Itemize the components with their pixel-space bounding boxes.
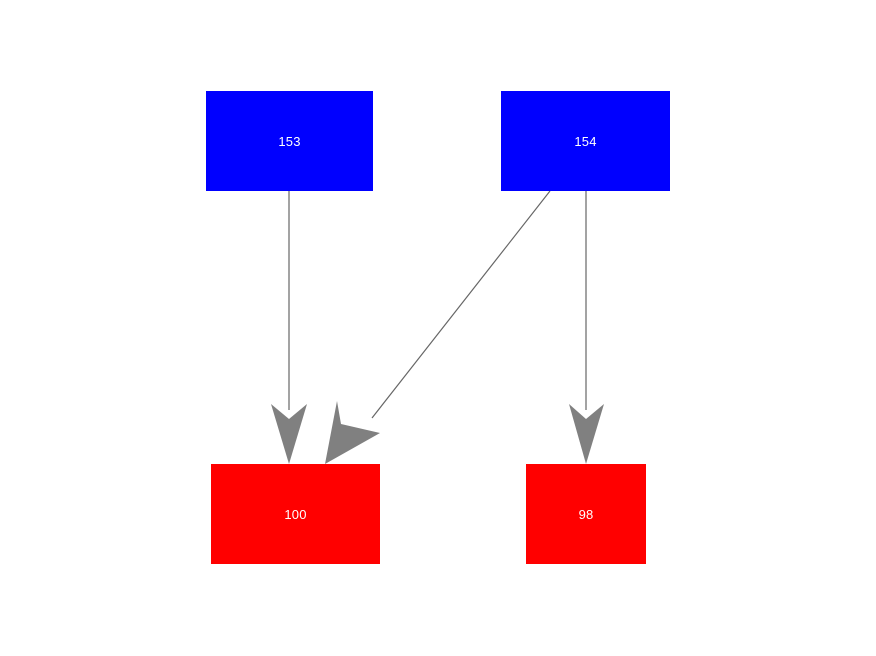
node-label: 154 <box>574 133 597 149</box>
edge-153-to-100 <box>271 191 307 464</box>
node-98[interactable]: 98 <box>526 464 646 564</box>
arrowhead-icon <box>569 404 604 464</box>
edge-line <box>371 190 551 419</box>
node-label: 98 <box>578 506 594 522</box>
edge-154-to-98 <box>569 191 604 464</box>
arrowhead-icon <box>271 404 307 464</box>
arrowhead-icon <box>325 401 380 464</box>
edge-154-to-100 <box>325 190 551 464</box>
node-100[interactable]: 100 <box>211 464 380 564</box>
node-154[interactable]: 154 <box>501 91 670 191</box>
node-label: 100 <box>284 506 307 522</box>
node-153[interactable]: 153 <box>206 91 373 191</box>
node-label: 153 <box>278 133 301 149</box>
